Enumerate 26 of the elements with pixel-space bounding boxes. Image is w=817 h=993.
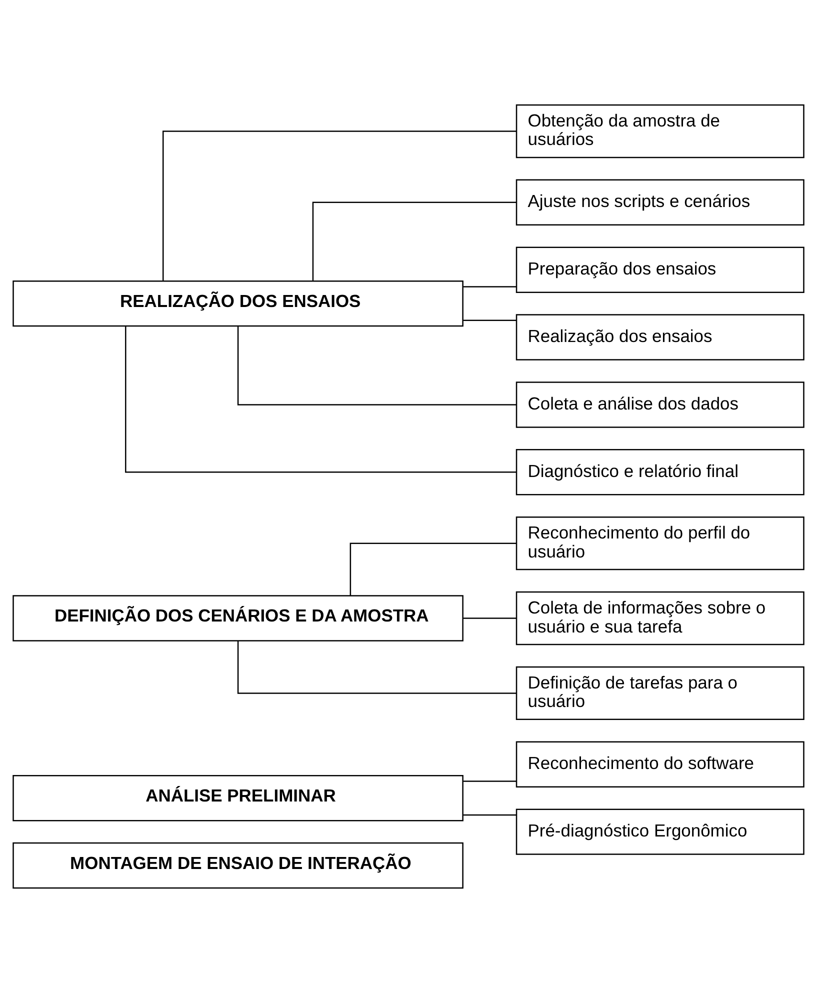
node-box: Diagnóstico e relatório final (516, 449, 804, 496)
node-box: Definição de tarefas para o usuário (516, 666, 804, 720)
node-box: Obtenção da amostra de usuários (516, 104, 804, 158)
node-box: DEFINIÇÃO DOS CENÁRIOS E DA AMOSTRA (12, 595, 464, 642)
connector (463, 814, 516, 816)
connector (237, 640, 516, 694)
node-box: Realização dos ensaios (516, 314, 804, 360)
connector (463, 286, 516, 288)
connector (463, 618, 516, 619)
connector (237, 326, 516, 406)
node-box: Pré-diagnóstico Ergonômico (516, 808, 804, 855)
connector (350, 542, 516, 596)
node-box: ANÁLISE PRELIMINAR (12, 774, 464, 822)
node-box: Coleta e análise dos dados (516, 382, 804, 428)
node-box: Preparação dos ensaios (516, 246, 804, 293)
connector (312, 202, 516, 281)
connector (463, 320, 516, 322)
connector (463, 780, 516, 782)
node-box: REALIZAÇÃO DOS ENSAIOS (12, 280, 464, 327)
node-box: MONTAGEM DE ENSAIO DE INTERAÇÃO (12, 842, 464, 889)
node-box: Coleta de informações sobre o usuário e sua tarefa (516, 591, 804, 646)
node-box: Ajuste nos scripts e cenários (516, 179, 804, 226)
node-box: Reconhecimento do perfil do usuário (516, 516, 804, 570)
node-box: Reconhecimento do software (516, 741, 804, 788)
connector (125, 326, 516, 473)
connector (162, 130, 516, 282)
